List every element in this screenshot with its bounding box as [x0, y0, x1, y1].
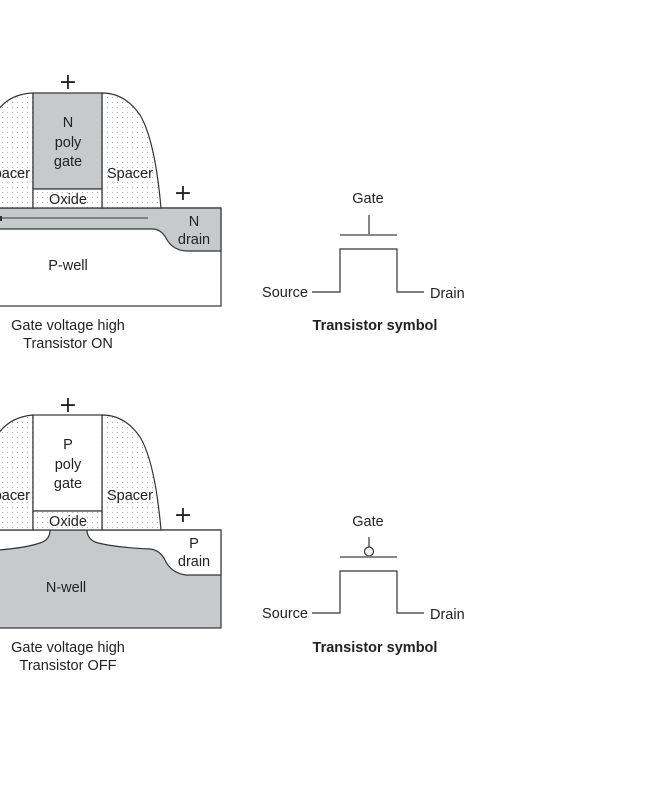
- drain-label-line1: N: [189, 214, 199, 230]
- spacer-right-label: Spacer: [107, 488, 153, 504]
- drain-plus-terminal: +: [174, 181, 192, 206]
- gate-label-line1: P: [63, 437, 73, 453]
- drain-label-line2: drain: [178, 554, 210, 570]
- gate-label-line1: N: [63, 115, 73, 131]
- n-poly-gate: [32, 92, 103, 190]
- symbol-gate-label: Gate: [352, 514, 383, 530]
- gate-oxide: [32, 510, 103, 531]
- well-label: P-well: [48, 258, 87, 274]
- p-source-region: [0, 529, 51, 551]
- drain-label-line2: drain: [178, 232, 210, 248]
- oxide-label: Oxide: [49, 514, 87, 530]
- symbol-drain-label: Drain: [430, 286, 465, 302]
- caption-line1: Gate voltage high: [11, 640, 125, 656]
- channel-arrow-head: [0, 216, 2, 221]
- n-channel-and-drain: [0, 207, 222, 252]
- symbol-source-label: Source: [262, 606, 308, 622]
- p-drain-region: [86, 529, 222, 576]
- spacer-right-shape: [101, 414, 162, 531]
- channel-path: [312, 570, 424, 614]
- pmos-transistor-symbol: Gate Source Drain Transistor symbol: [262, 514, 465, 656]
- oxide-label: Oxide: [49, 192, 87, 208]
- spacer-left-label: Spacer: [0, 488, 30, 504]
- spacer-left-shape: [0, 92, 34, 209]
- gate-oxide: [32, 188, 103, 209]
- p-poly-gate: [32, 414, 103, 512]
- spacer-right-shape: [101, 92, 162, 209]
- drain-label-line1: P: [189, 536, 199, 552]
- spacer-left-label: Spacer: [0, 166, 30, 182]
- drain-plus-terminal: +: [174, 503, 192, 528]
- symbol-gate-label: Gate: [352, 191, 383, 207]
- caption-line2: Transistor OFF: [20, 658, 117, 674]
- nmos-cross-section: + + N poly gate Spacer Spacer Oxide N dr…: [0, 70, 222, 352]
- gate-label-line2: poly: [55, 135, 82, 151]
- symbol-title: Transistor symbol: [313, 318, 438, 334]
- well-label: N-well: [46, 580, 86, 596]
- gate-label-line3: gate: [54, 154, 82, 170]
- pmos-cross-section: + + P poly gate Spacer Spacer Oxide P dr…: [0, 393, 222, 674]
- gate-plus-terminal: +: [59, 393, 77, 418]
- symbol-drain-label: Drain: [430, 607, 465, 623]
- nmos-transistor-symbol: Gate Source Drain Transistor symbol: [262, 191, 465, 334]
- symbol-source-label: Source: [262, 285, 308, 301]
- spacer-right-label: Spacer: [107, 166, 153, 182]
- inversion-bubble-icon: [363, 546, 375, 557]
- gate-label-line2: poly: [55, 457, 82, 473]
- symbol-title: Transistor symbol: [313, 640, 438, 656]
- caption-line2: Transistor ON: [23, 336, 113, 352]
- gate-label-line3: gate: [54, 476, 82, 492]
- spacer-left-shape: [0, 414, 34, 531]
- channel-path: [312, 248, 424, 293]
- caption-line1: Gate voltage high: [11, 318, 125, 334]
- gate-plus-terminal: +: [59, 70, 77, 95]
